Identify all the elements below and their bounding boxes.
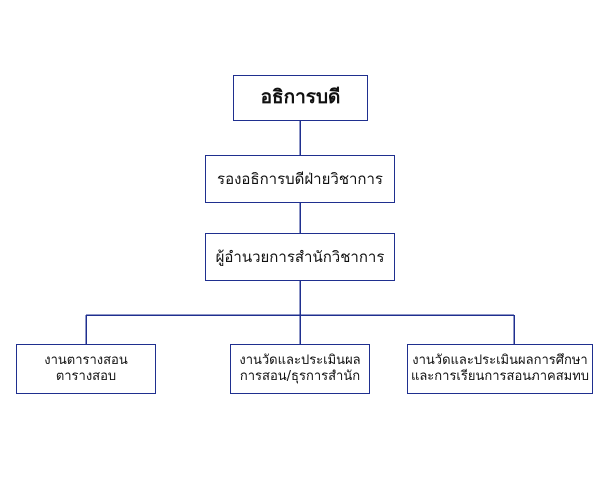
node-unit-measurement-admin-line-1: งานวัดและประเมินผล: [239, 352, 361, 368]
node-unit-evaluation-weekend: งานวัดและประเมินผลการศึกษา และการเรียนกา…: [407, 344, 593, 394]
node-unit-timetable: งานตารางสอน ตารางสอบ: [16, 344, 156, 394]
node-president-label: อธิการบดี: [260, 86, 341, 109]
node-unit-measurement-admin: งานวัดและประเมินผล การสอน/ธุรการสำนัก: [230, 344, 370, 394]
node-unit-timetable-line-1: งานตารางสอน: [44, 352, 128, 368]
node-unit-timetable-line-2: ตารางสอบ: [55, 369, 117, 384]
node-academic-director: ผู้อำนวยการสำนักวิชาการ: [205, 233, 395, 281]
node-academic-director-label: ผู้อำนวยการสำนักวิชาการ: [215, 247, 385, 266]
node-unit-measurement-admin-line-2: การสอน/ธุรการสำนัก: [239, 369, 361, 384]
node-unit-evaluation-weekend-line-2: และการเรียนการสอนภาคสมทบ: [410, 369, 590, 384]
node-vice-president-academic: รองอธิการบดีฝ่ายวิชาการ: [205, 155, 395, 203]
node-vice-president-academic-label: รองอธิการบดีฝ่ายวิชาการ: [217, 169, 383, 188]
node-unit-evaluation-weekend-line-1: งานวัดและประเมินผลการศึกษา: [412, 352, 588, 368]
node-president: อธิการบดี: [233, 75, 368, 121]
